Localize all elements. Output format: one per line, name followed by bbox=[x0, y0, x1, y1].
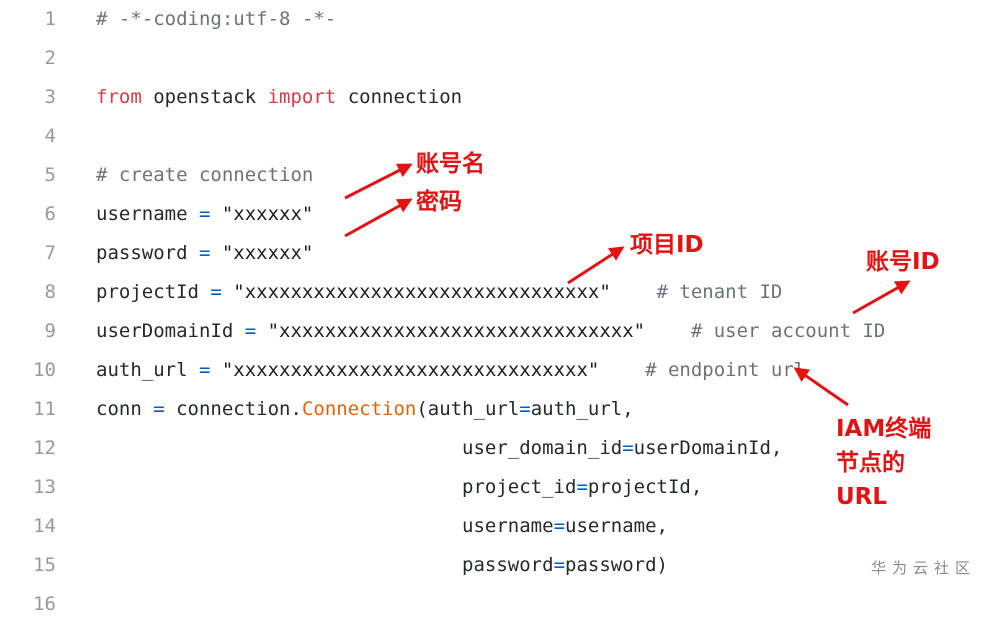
code-token: connection. bbox=[164, 398, 302, 420]
line-number: 14 bbox=[33, 515, 56, 537]
code-line: 15 password=password) bbox=[0, 546, 992, 585]
code-token: "xxxxxx" bbox=[210, 203, 314, 225]
code-token: password bbox=[96, 554, 554, 576]
code-text: password = "xxxxxx" bbox=[96, 234, 313, 273]
code-token: "xxxxxxxxxxxxxxxxxxxxxxxxxxxxxxx" bbox=[210, 359, 600, 381]
line-number: 12 bbox=[33, 437, 56, 459]
code-token: # -*-coding:utf-8 -*- bbox=[96, 8, 337, 30]
line-number: 5 bbox=[44, 164, 56, 186]
code-line: 4 bbox=[0, 117, 992, 156]
code-text: # create connection bbox=[96, 156, 313, 195]
annotation-project-id: 项目ID bbox=[630, 232, 704, 258]
code-token: openstack bbox=[141, 86, 268, 108]
code-text: username=username, bbox=[96, 507, 668, 546]
code-token: user_domain_id bbox=[96, 437, 623, 459]
line-number: 11 bbox=[33, 398, 56, 420]
code-token: # endpoint url bbox=[599, 359, 806, 381]
code-line: 2 bbox=[0, 39, 992, 78]
code-token: = bbox=[553, 515, 566, 537]
line-number: 7 bbox=[44, 242, 56, 264]
code-token: # create connection bbox=[96, 164, 314, 186]
code-text: auth_url = "xxxxxxxxxxxxxxxxxxxxxxxxxxxx… bbox=[96, 351, 805, 390]
annotation-password: 密码 bbox=[416, 189, 462, 215]
code-line: 16 bbox=[0, 585, 992, 624]
line-number: 8 bbox=[44, 281, 56, 303]
code-token: from bbox=[96, 86, 142, 108]
code-text: projectId = "xxxxxxxxxxxxxxxxxxxxxxxxxxx… bbox=[96, 273, 782, 312]
code-line: 8 projectId = "xxxxxxxxxxxxxxxxxxxxxxxxxx… bbox=[0, 273, 992, 312]
code-token: "xxxxxxxxxxxxxxxxxxxxxxxxxxxxxxx" bbox=[221, 281, 611, 303]
code-token: password bbox=[96, 242, 199, 264]
line-number: 6 bbox=[44, 203, 56, 225]
code-token: = bbox=[210, 281, 222, 303]
code-token: username, bbox=[565, 515, 668, 537]
code-token: userDomainId bbox=[96, 320, 245, 342]
code-token: = bbox=[198, 203, 211, 225]
code-line: 6 username = "xxxxxx" bbox=[0, 195, 992, 234]
code-token: = bbox=[576, 476, 588, 498]
code-token: = bbox=[244, 320, 257, 342]
code-token: # user account ID bbox=[645, 320, 886, 342]
line-number: 16 bbox=[33, 593, 56, 615]
code-line: 1 # -*-coding:utf-8 -*- bbox=[0, 0, 992, 39]
watermark: 华为云社区 bbox=[871, 559, 977, 577]
code-token: "xxxxxx" bbox=[210, 242, 314, 264]
code-token: = bbox=[198, 242, 211, 264]
line-number: 3 bbox=[44, 86, 56, 108]
code-token: username bbox=[96, 515, 554, 537]
code-token: Connection bbox=[301, 398, 417, 420]
code-token: auth_url, bbox=[530, 398, 634, 420]
code-token: (auth_url bbox=[416, 398, 520, 420]
line-number: 13 bbox=[33, 476, 56, 498]
code-text: project_id=projectId, bbox=[96, 468, 702, 507]
code-text: conn = connection.Connection(auth_url=au… bbox=[96, 390, 634, 429]
code-line: 13 project_id=projectId, bbox=[0, 468, 992, 507]
line-number: 15 bbox=[33, 554, 56, 576]
code-line: 14 username=username, bbox=[0, 507, 992, 546]
annotation-account-name: 账号名 bbox=[416, 151, 485, 177]
code-token: project_id bbox=[96, 476, 577, 498]
code-token: auth_url bbox=[96, 359, 199, 381]
code-token: projectId bbox=[96, 281, 211, 303]
code-text: password=password) bbox=[96, 546, 668, 585]
code-token: userDomainId, bbox=[633, 437, 783, 459]
code-text: username = "xxxxxx" bbox=[96, 195, 313, 234]
code-token: = bbox=[622, 437, 634, 459]
line-number: 10 bbox=[33, 359, 56, 381]
line-number: 2 bbox=[44, 47, 56, 69]
code-line: 3 from openstack import connection bbox=[0, 78, 992, 117]
code-line: 7 password = "xxxxxx" bbox=[0, 234, 992, 273]
code-token: password) bbox=[565, 554, 668, 576]
code-line: 10 auth_url = "xxxxxxxxxxxxxxxxxxxxxxxxxx… bbox=[0, 351, 992, 390]
code-token: username bbox=[96, 203, 199, 225]
line-number: 9 bbox=[44, 320, 56, 342]
code-token: projectId, bbox=[587, 476, 703, 498]
code-line: 9 userDomainId = "xxxxxxxxxxxxxxxxxxxxxxx… bbox=[0, 312, 992, 351]
code-token: = bbox=[153, 398, 165, 420]
code-text: # -*-coding:utf-8 -*- bbox=[96, 0, 336, 39]
annotation-account-id: 账号ID bbox=[866, 249, 940, 275]
line-number: 4 bbox=[44, 125, 56, 147]
code-token: = bbox=[553, 554, 566, 576]
code-token: connection bbox=[336, 86, 463, 108]
code-line: 5 # create connection bbox=[0, 156, 992, 195]
code-token: = bbox=[519, 398, 531, 420]
code-token: conn bbox=[96, 398, 154, 420]
code-token: "xxxxxxxxxxxxxxxxxxxxxxxxxxxxxxx" bbox=[256, 320, 646, 342]
code-text: user_domain_id=userDomainId, bbox=[96, 429, 782, 468]
code-text: userDomainId = "xxxxxxxxxxxxxxxxxxxxxxxx… bbox=[96, 312, 885, 351]
code-line: 12 user_domain_id=userDomainId, bbox=[0, 429, 992, 468]
code-token: # tenant ID bbox=[610, 281, 783, 303]
line-number: 1 bbox=[44, 8, 56, 30]
annotation-iam-endpoint: IAM终端 节点的 URL bbox=[836, 416, 932, 510]
code-token: = bbox=[198, 359, 211, 381]
code-text: from openstack import connection bbox=[96, 78, 462, 117]
code-token: import bbox=[267, 86, 337, 108]
